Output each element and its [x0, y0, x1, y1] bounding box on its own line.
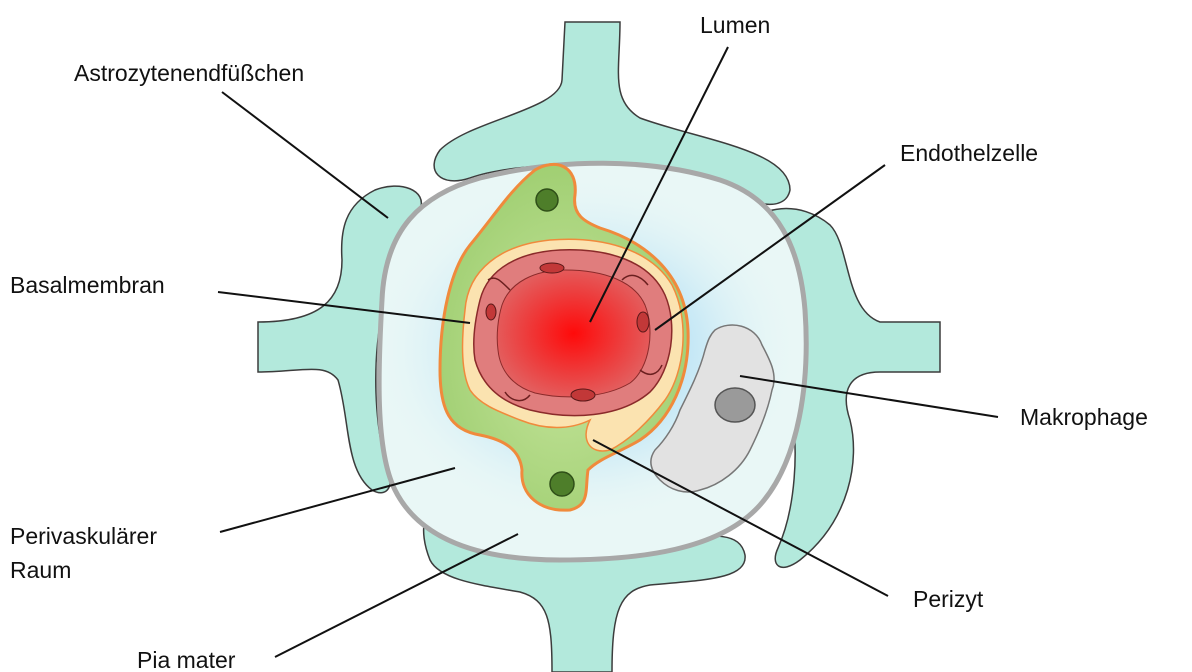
- lumen: [497, 270, 650, 397]
- label-pia-mater: Pia mater: [137, 647, 236, 672]
- label-pericyte: Perizyt: [913, 586, 984, 612]
- macrophage-nucleus: [715, 388, 755, 422]
- leader-astrocyte: [222, 92, 388, 218]
- label-lumen: Lumen: [700, 12, 770, 38]
- label-basement-membrane: Basalmembran: [10, 272, 165, 298]
- label-endothelial-cell: Endothelzelle: [900, 140, 1038, 166]
- label-perivascular-space-line1: Perivaskulärer: [10, 523, 157, 549]
- label-astrocyte-endfeet: Astrozytenendfüßchen: [74, 60, 304, 86]
- label-perivascular-space-line2: Raum: [10, 557, 71, 583]
- label-macrophage: Makrophage: [1020, 404, 1148, 430]
- leader-pia-mater: [275, 534, 518, 657]
